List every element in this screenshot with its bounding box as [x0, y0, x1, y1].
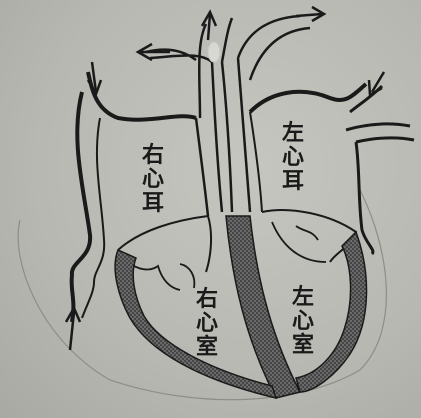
right-atrium-outer-wall: [72, 92, 91, 322]
svg-text:心: 心: [142, 166, 164, 192]
svg-text:左: 左: [292, 284, 314, 310]
left-ventricle-label: 左 心 室: [292, 284, 314, 358]
pulmonary-trunk-right-wall: [212, 62, 222, 212]
aortic-arch: [238, 16, 310, 80]
left-atrium-top-wall: [250, 84, 366, 112]
svg-text:耳: 耳: [282, 168, 304, 194]
pulmonary-trunk-left-wall: [196, 118, 208, 216]
interventricular-septum: [226, 216, 300, 398]
svg-text:耳: 耳: [142, 190, 164, 216]
right-ventricle-label: 右 心 室: [196, 286, 218, 360]
right-atrium-inner-wall: [82, 118, 104, 318]
brachiocephalic-vessel: [199, 18, 232, 118]
right-atrium-label: 右 心 耳: [142, 142, 164, 216]
aorta-right-wall: [238, 58, 250, 212]
tricuspid-leaflet: [128, 262, 180, 290]
svg-text:室: 室: [196, 334, 218, 360]
mitral-leaflet-2: [296, 226, 318, 240]
valve-mark: [208, 42, 220, 62]
superior-vena-cava-wall: [88, 72, 196, 120]
svg-text:心: 心: [196, 310, 218, 336]
arrow-icon: [66, 308, 80, 350]
svg-text:右: 右: [196, 286, 218, 312]
svg-text:左: 左: [282, 120, 304, 146]
arrow-icon: [369, 72, 384, 95]
left-atrium-label: 左 心 耳: [282, 120, 304, 194]
left-atrium-inner-wall: [250, 112, 262, 212]
svg-text:右: 右: [142, 142, 164, 168]
svg-text:心: 心: [282, 144, 304, 170]
pulmonary-vein-lower-2: [356, 138, 414, 142]
arrow-icon: [296, 7, 324, 21]
aorta-left-wall: [222, 62, 232, 212]
svg-text:室: 室: [292, 332, 314, 358]
tricuspid-leaflet-2: [180, 264, 194, 288]
mitral-valve: [262, 210, 356, 262]
svg-text:心: 心: [292, 308, 314, 334]
pulmonary-vein-lower: [346, 124, 410, 130]
